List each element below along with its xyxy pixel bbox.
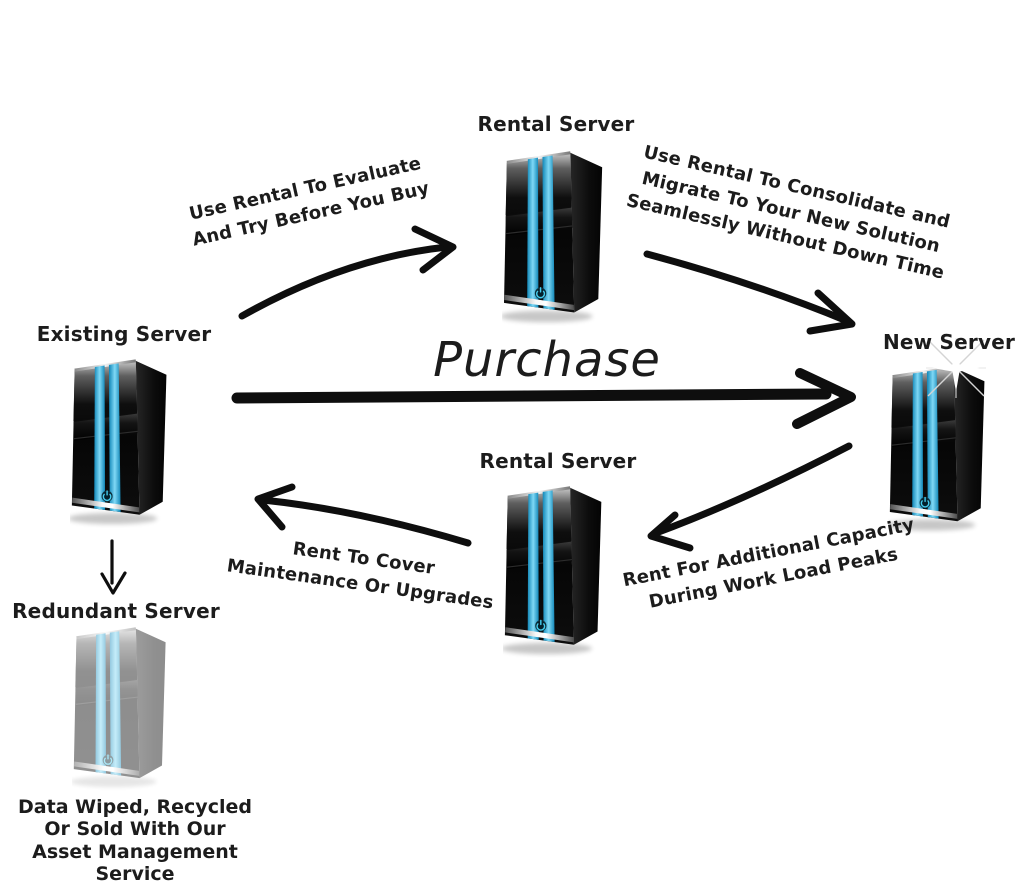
arrow-redundant (100, 539, 127, 595)
redundant-caption: Data Wiped, Recycled Or Sold With Our As… (18, 796, 252, 881)
label-redundant-server: Redundant Server (12, 599, 220, 623)
arrow-capacity (647, 442, 853, 552)
server-graphic-rental-top (502, 147, 608, 326)
sparkle-icon (926, 338, 986, 398)
server-graphic-redundant (72, 622, 171, 792)
arrow-maintenance (254, 483, 472, 547)
label-rental-server-bottom: Rental Server (479, 449, 637, 473)
purchase-label: Purchase (433, 332, 661, 388)
arrow-purchase (231, 368, 856, 429)
arrow-consolidate (643, 250, 856, 335)
label-existing-server: Existing Server (36, 322, 212, 346)
label-rental-server-top: Rental Server (477, 112, 635, 136)
server-graphic-rental-bottom (503, 482, 607, 658)
arrow-evaluate (238, 225, 457, 320)
server-graphic-existing (70, 355, 172, 528)
label-new-server: New Server (882, 330, 1016, 354)
